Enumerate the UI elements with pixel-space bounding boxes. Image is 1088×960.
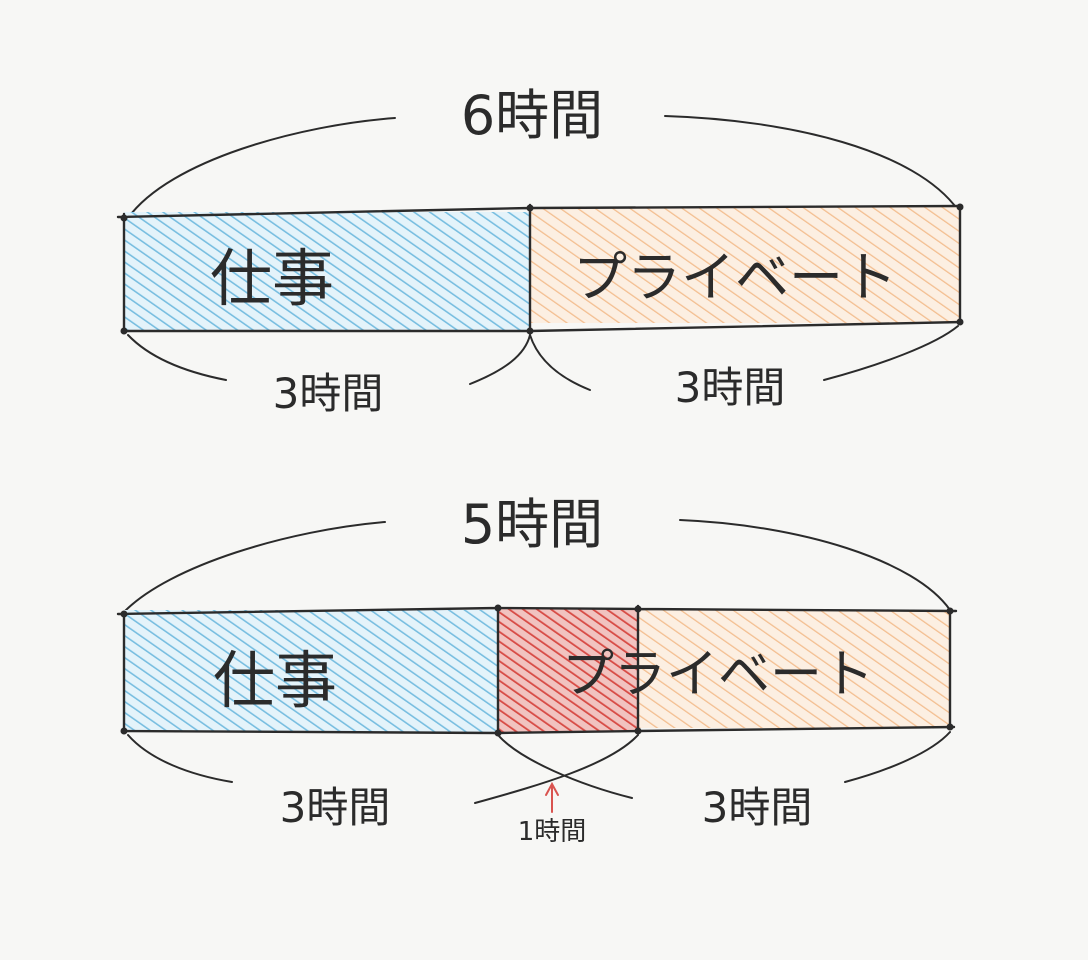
bottom-brace-left-inner: [474, 734, 639, 804]
corner-dot: [956, 318, 964, 326]
bottom-brace-left: [127, 734, 233, 783]
bottom-brace-left-inner: [469, 334, 531, 385]
segment-private-hatch: [530, 207, 960, 323]
bottom-label-left: 3時間: [280, 783, 391, 832]
corner-dot: [956, 203, 964, 211]
corner-dot: [120, 327, 128, 335]
bottom-label-left: 3時間: [273, 369, 384, 418]
corner-dot: [494, 729, 502, 737]
bottom-label-right: 3時間: [675, 363, 786, 412]
total-label-5h: 5時間: [461, 493, 603, 556]
bottom-brace-right: [823, 325, 959, 381]
segment-label-private: プライベート: [573, 246, 897, 309]
corner-dot: [634, 605, 642, 613]
overlap-label: 1時間: [518, 817, 587, 847]
bottom-brace-right-inner: [529, 334, 591, 391]
arrow-up-icon: [545, 781, 559, 813]
corner-dot: [120, 214, 128, 222]
corner-dot: [526, 327, 534, 335]
bottom-label-right: 3時間: [702, 783, 813, 832]
segment-private-hatch: [638, 610, 950, 728]
corner-dot: [120, 727, 128, 735]
segment-label-work: 仕事: [210, 242, 334, 315]
diagram-6-hours: 6時間 仕事 プライベート 3時間 3時間: [116, 84, 964, 418]
top-brace-left: [123, 521, 386, 613]
bar-outline: [116, 604, 958, 737]
top-brace-right: [679, 519, 951, 611]
corner-dot: [946, 723, 954, 731]
total-label-6h: 6時間: [461, 84, 603, 147]
bottom-brace-right: [844, 731, 951, 783]
top-brace-right: [664, 115, 959, 211]
segment-work-hatch: [124, 610, 498, 732]
diagram-5-hours: 5時間 仕事 プライベート 3時間 3時間: [116, 493, 958, 847]
segment-work-hatch: [124, 212, 530, 330]
corner-dot: [526, 204, 534, 212]
bottom-brace-left: [127, 334, 227, 381]
corner-dot: [494, 604, 502, 612]
segment-label-work: 仕事: [213, 644, 337, 717]
bottom-brace-right-inner: [497, 734, 633, 799]
top-brace-left: [127, 117, 396, 219]
corner-dot: [946, 607, 954, 615]
corner-dot: [634, 727, 642, 735]
corner-dot: [120, 610, 128, 618]
segment-label-private: プライベート: [562, 645, 874, 705]
segment-overlap-hatch: [498, 608, 638, 732]
